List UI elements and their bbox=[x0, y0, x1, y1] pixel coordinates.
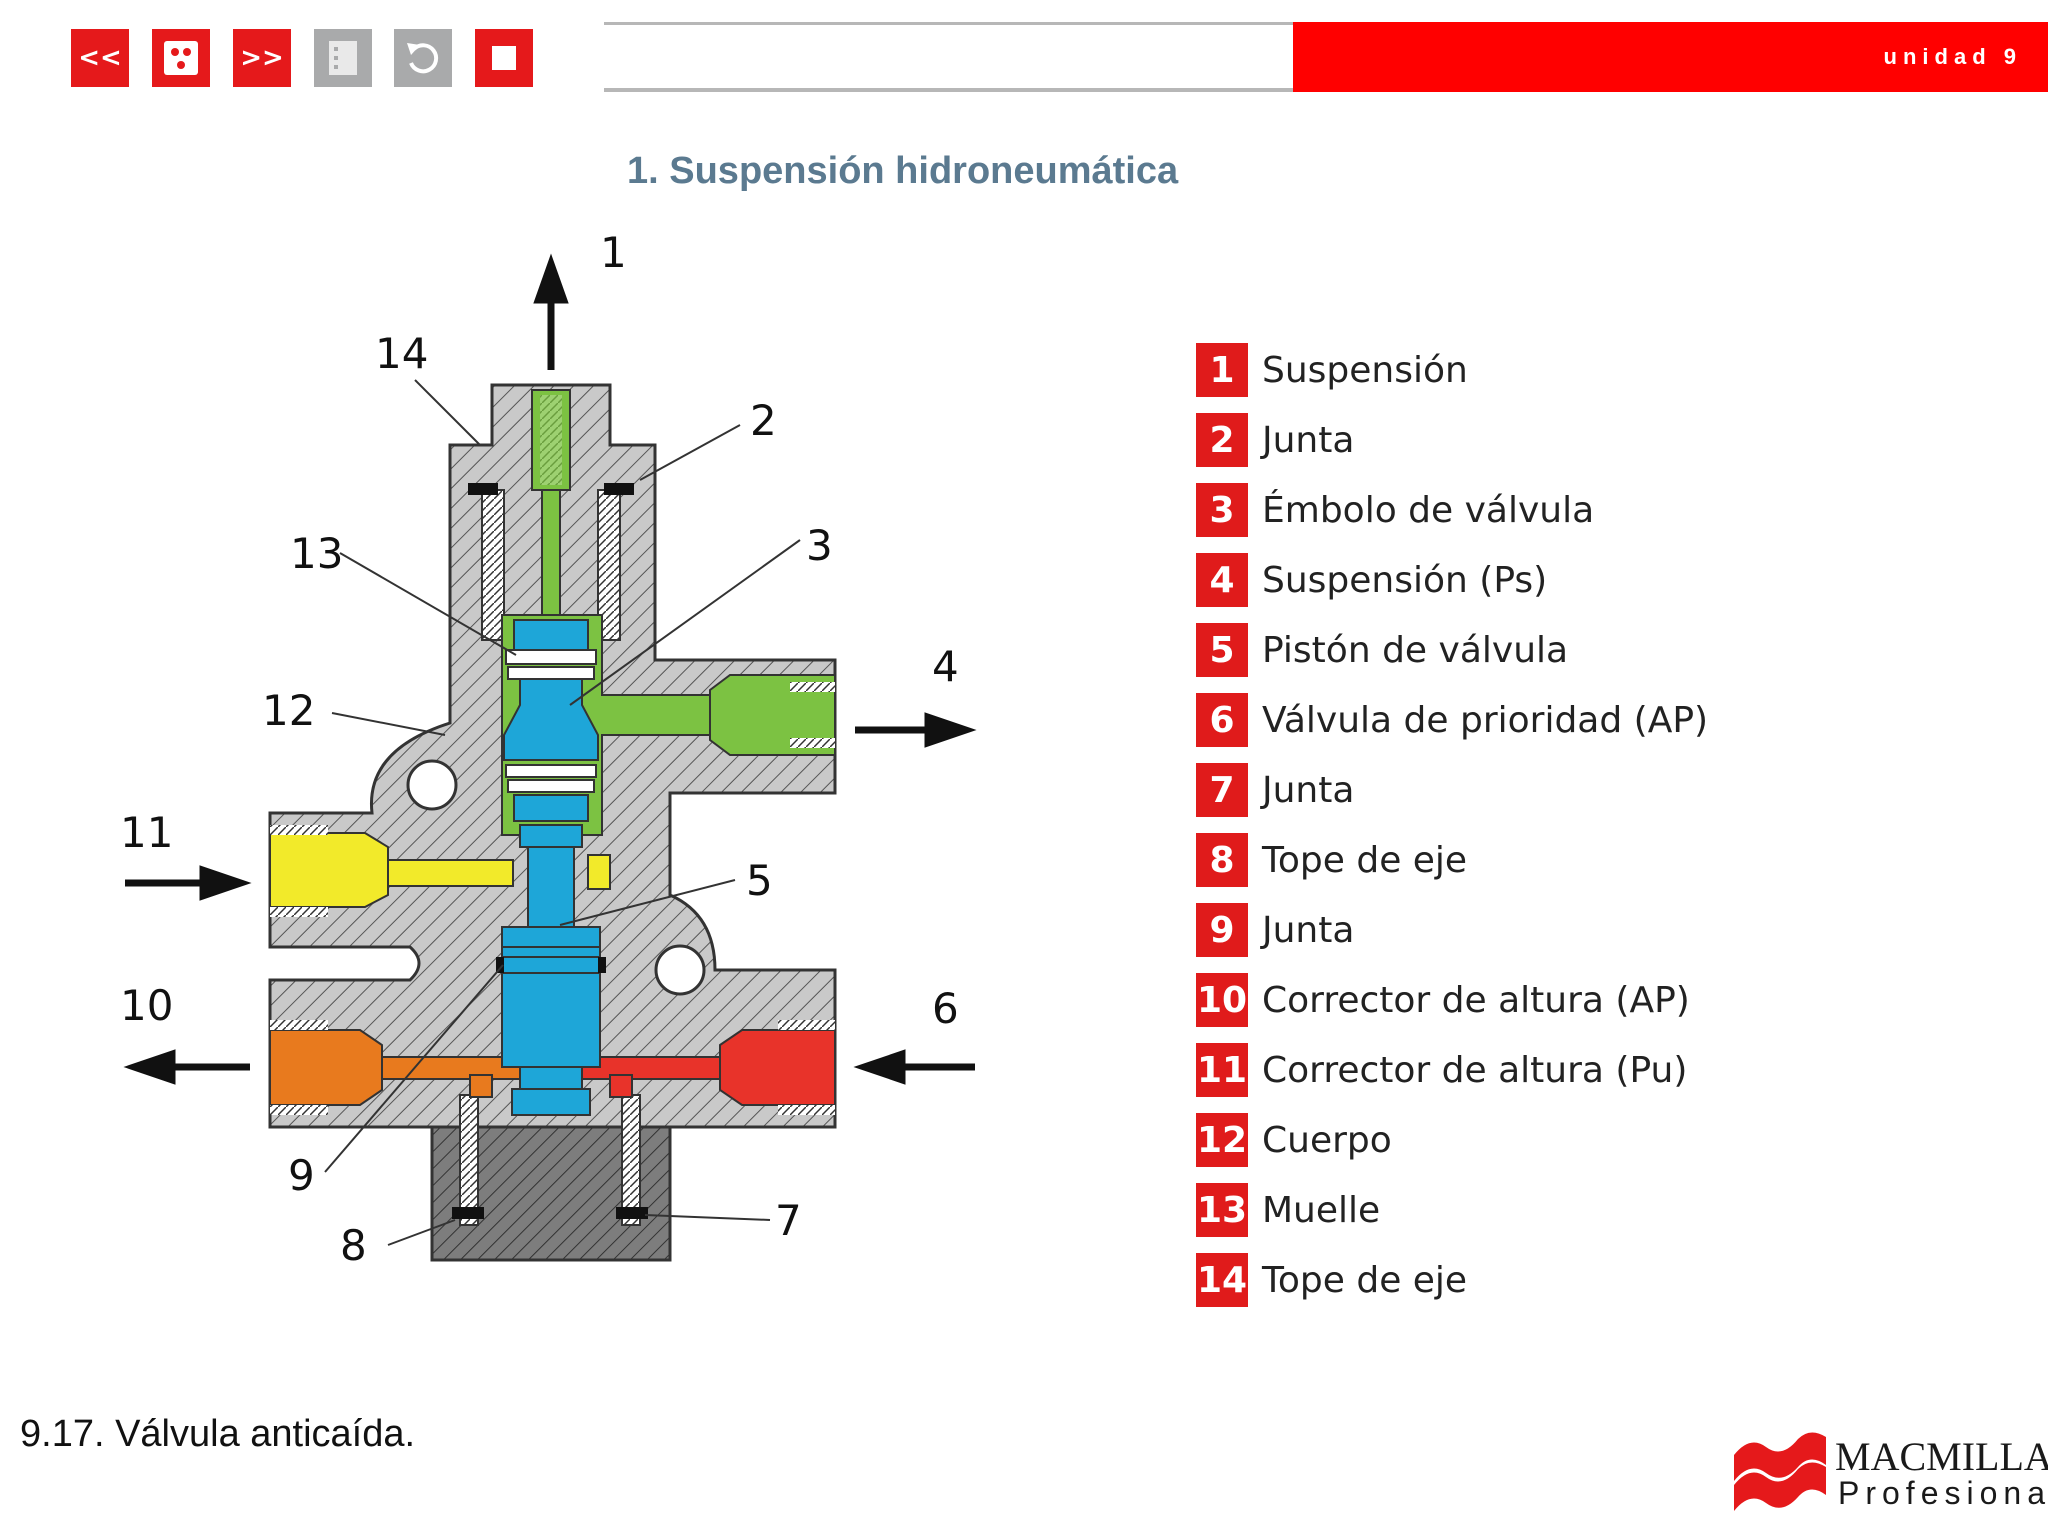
legend-badge: 3 bbox=[1196, 483, 1248, 537]
index-icon bbox=[329, 41, 357, 75]
legend-item: 1 Suspensión bbox=[1196, 343, 1468, 397]
callout-9: 9 bbox=[288, 1151, 315, 1200]
legend-item: 13 Muelle bbox=[1196, 1183, 1380, 1237]
logo-line2: Profesional bbox=[1838, 1475, 2048, 1511]
legend-badge: 11 bbox=[1196, 1043, 1248, 1097]
undo-button[interactable] bbox=[394, 29, 452, 87]
callout-1: 1 bbox=[600, 235, 627, 277]
legend-item: 7 Junta bbox=[1196, 763, 1354, 817]
legend-item: 8 Tope de eje bbox=[1196, 833, 1467, 887]
legend-badge: 13 bbox=[1196, 1183, 1248, 1237]
legend-label: Muelle bbox=[1262, 1189, 1381, 1231]
legend-badge: 10 bbox=[1196, 973, 1248, 1027]
macmillan-logo-icon bbox=[1734, 1432, 1826, 1511]
header-bar bbox=[604, 22, 1294, 92]
leader-lines bbox=[324, 379, 801, 1246]
legend-label: Suspensión bbox=[1262, 349, 1468, 391]
stop-button[interactable] bbox=[475, 29, 533, 87]
legend-label: Corrector de altura (AP) bbox=[1262, 979, 1690, 1021]
legend-badge: 9 bbox=[1196, 903, 1248, 957]
publisher-logo: MACMILLAN Profesional bbox=[1730, 1425, 2048, 1515]
legend-label: Junta bbox=[1262, 769, 1355, 811]
legend-label: Válvula de prioridad (AP) bbox=[1262, 699, 1709, 741]
legend-badge: 2 bbox=[1196, 413, 1248, 467]
callout-numbers: 1 2 3 4 5 6 7 8 9 10 11 12 13 14 bbox=[120, 235, 959, 1270]
random-button[interactable] bbox=[152, 29, 210, 87]
legend-item: 10 Corrector de altura (AP) bbox=[1196, 973, 1690, 1027]
callout-11: 11 bbox=[120, 808, 173, 857]
legend-item: 4 Suspensión (Ps) bbox=[1196, 553, 1547, 607]
legend-item: 5 Pistón de válvula bbox=[1196, 623, 1568, 677]
valve-diagram: 1 2 3 4 5 6 7 8 9 10 11 12 13 14 bbox=[120, 235, 977, 1270]
legend-item: 6 Válvula de prioridad (AP) bbox=[1196, 693, 1708, 747]
yellow-circuit bbox=[269, 825, 611, 917]
unit-banner: unidad 9 bbox=[1293, 22, 2048, 92]
legend-label: Suspensión (Ps) bbox=[1262, 559, 1548, 601]
callout-10: 10 bbox=[120, 981, 173, 1030]
legend-label: Émbolo de válvula bbox=[1262, 489, 1595, 531]
legend-item: 14 Tope de eje bbox=[1196, 1253, 1467, 1307]
callout-12: 12 bbox=[262, 686, 315, 735]
callout-14: 14 bbox=[375, 329, 428, 378]
legend-label: Junta bbox=[1262, 419, 1355, 461]
legend-item: 11 Corrector de altura (Pu) bbox=[1196, 1043, 1687, 1097]
callout-13: 13 bbox=[290, 529, 343, 578]
callout-3: 3 bbox=[806, 521, 833, 570]
prev-button[interactable]: << bbox=[71, 29, 129, 87]
callout-8: 8 bbox=[340, 1221, 367, 1270]
index-button[interactable] bbox=[314, 29, 372, 87]
next-button[interactable]: >> bbox=[233, 29, 291, 87]
forward-icon: >> bbox=[240, 43, 284, 73]
undo-icon bbox=[407, 43, 439, 74]
blue-piston bbox=[496, 619, 606, 1116]
legend-item: 12 Cuerpo bbox=[1196, 1113, 1392, 1167]
unit-label: unidad 9 bbox=[1883, 44, 2022, 69]
legend-badge: 1 bbox=[1196, 343, 1248, 397]
callout-5: 5 bbox=[746, 856, 773, 905]
callout-6: 6 bbox=[932, 984, 959, 1033]
red-circuit bbox=[579, 1020, 836, 1115]
legend-item: 2 Junta bbox=[1196, 413, 1354, 467]
legend-label: Tope de eje bbox=[1262, 839, 1468, 881]
stop-icon bbox=[492, 46, 516, 70]
callout-4: 4 bbox=[932, 642, 959, 691]
legend-label: Cuerpo bbox=[1262, 1119, 1392, 1161]
legend-badge: 7 bbox=[1196, 763, 1248, 817]
callout-7: 7 bbox=[775, 1196, 802, 1245]
legend-badge: 5 bbox=[1196, 623, 1248, 677]
legend-label: Tope de eje bbox=[1262, 1259, 1468, 1301]
flow-arrows bbox=[123, 253, 977, 1085]
legend-item: 3 Émbolo de válvula bbox=[1196, 483, 1594, 537]
page-title: 1. Suspensión hidroneumática bbox=[627, 150, 1179, 192]
legend-badge: 4 bbox=[1196, 553, 1248, 607]
logo-line1: MACMILLAN bbox=[1835, 1434, 2048, 1479]
figure-caption: 9.17. Válvula anticaída. bbox=[20, 1413, 416, 1455]
callout-2: 2 bbox=[750, 396, 777, 445]
orange-circuit bbox=[269, 1020, 523, 1115]
legend-badge: 14 bbox=[1196, 1253, 1248, 1307]
legend-badge: 6 bbox=[1196, 693, 1248, 747]
legend-badge: 8 bbox=[1196, 833, 1248, 887]
legend-label: Pistón de válvula bbox=[1262, 629, 1569, 671]
dice-icon bbox=[164, 41, 198, 75]
legend-label: Junta bbox=[1262, 909, 1355, 951]
legend-item: 9 Junta bbox=[1196, 903, 1354, 957]
legend-badge: 12 bbox=[1196, 1113, 1248, 1167]
legend-label: Corrector de altura (Pu) bbox=[1262, 1049, 1688, 1091]
rewind-icon: << bbox=[78, 43, 122, 73]
